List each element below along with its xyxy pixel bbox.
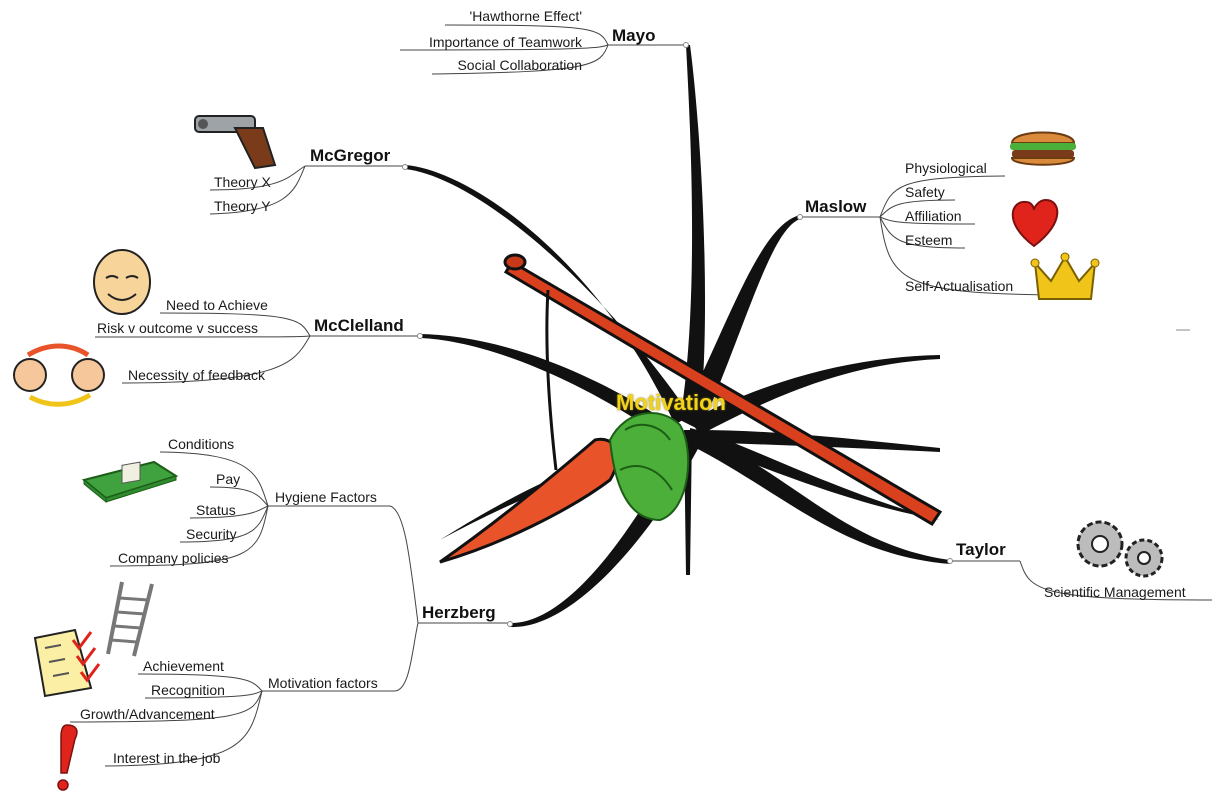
crown-icon [1030, 252, 1100, 300]
mayo-item: Importance of Teamwork [428, 34, 582, 50]
mcclelland-connectors [94, 312, 420, 384]
taylor-topic: Taylor [956, 540, 1006, 559]
heart-icon [1011, 198, 1059, 248]
herzberg-topic: Herzberg [422, 603, 496, 622]
smiling-face-icon [93, 249, 151, 315]
maslow-item: Self-Actualisation [905, 278, 1014, 294]
node-dots [402, 42, 953, 627]
hamburger-icon [1010, 131, 1076, 166]
mcclelland-item: Risk v outcome v success [97, 320, 259, 336]
mayo-item: Social Collaboration [457, 57, 582, 73]
mayo-connectors [399, 24, 686, 75]
motivation-item: Recognition [151, 682, 225, 698]
hygiene-item: Status [196, 502, 236, 518]
two-people-exchange-icon [13, 343, 105, 407]
ladder-icon [106, 581, 154, 657]
motivation-item: Interest in the job [113, 750, 221, 766]
mcgregor-connectors [209, 165, 405, 215]
branch-mayo [680, 45, 706, 420]
gears-icon [1076, 520, 1164, 578]
mayo-item: 'Hawthorne Effect' [469, 8, 582, 24]
hygiene-item: Security [186, 526, 237, 542]
hygiene-item: Pay [216, 471, 241, 487]
carrot-on-stick-icon [439, 253, 943, 564]
mcgregor-topic: McGregor [310, 146, 391, 165]
gun-icon [194, 115, 277, 170]
taylor-item: Scientific Management [1044, 584, 1186, 600]
mcclelland-topic: McClelland [314, 316, 404, 335]
mcclelland-item: Need to Achieve [166, 297, 268, 313]
hygiene-item: Company policies [118, 550, 229, 566]
hygiene-factors-topic: Hygiene Factors [275, 489, 377, 505]
money-stack-icon [81, 460, 179, 504]
herzberg-connectors [69, 451, 510, 767]
mcgregor-item: Theory Y [214, 198, 271, 214]
mcclelland-item: Necessity of feedback [128, 367, 265, 383]
taylor-connectors [950, 560, 1213, 601]
motivation-item: Growth/Advancement [80, 706, 215, 722]
checklist-icon [33, 628, 101, 698]
mayo-topic: Mayo [612, 26, 656, 45]
branch-spike-right [690, 428, 940, 520]
mcgregor-item: Theory X [214, 174, 271, 190]
hygiene-item: Conditions [168, 436, 235, 452]
maslow-connectors [800, 175, 1061, 296]
central-topic: Motivation [616, 390, 726, 415]
maslow-item: Physiological [905, 160, 987, 176]
maslow-topic: Maslow [805, 197, 867, 216]
motivation-factors-topic: Motivation factors [268, 675, 378, 691]
maslow-item: Safety [905, 184, 945, 200]
branch-extra-1 [690, 355, 940, 435]
exclamation-icon [57, 724, 78, 791]
maslow-item: Esteem [905, 232, 953, 248]
motivation-item: Achievement [143, 658, 224, 674]
maslow-item: Affiliation [905, 208, 962, 224]
